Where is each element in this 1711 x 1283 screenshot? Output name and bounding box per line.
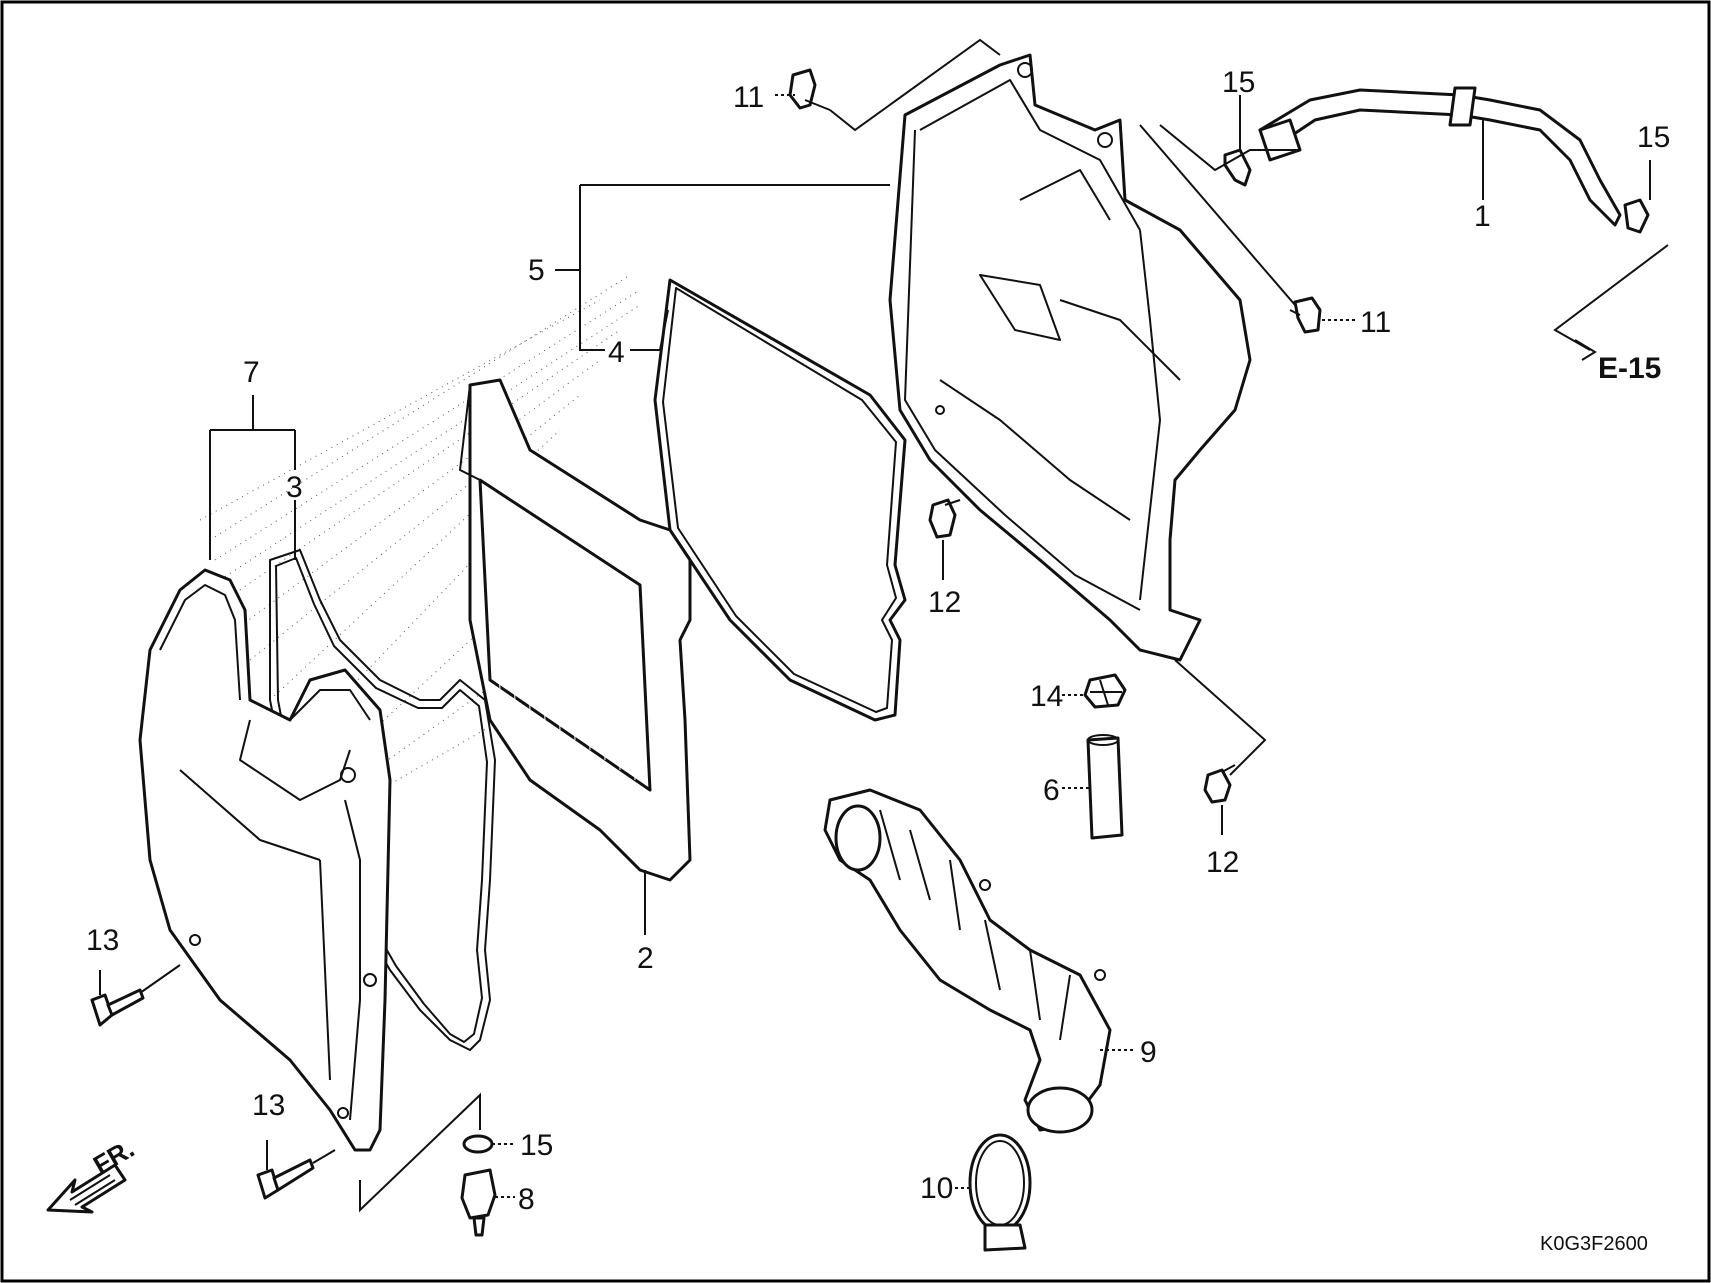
bolt-12-upper	[928, 498, 961, 539]
label-part-14: 14	[1030, 680, 1063, 713]
label-part-11-right: 11	[1360, 306, 1391, 339]
bolt-11-right	[1289, 296, 1322, 334]
breather-tube	[1258, 86, 1622, 227]
front-arrow-icon	[46, 1163, 127, 1214]
element-pleats	[489, 494, 636, 781]
air-cleaner-case	[888, 53, 1252, 662]
screw-13-lower	[256, 1158, 315, 1200]
air-cleaner-cover	[138, 568, 392, 1152]
label-part-2: 2	[637, 942, 654, 975]
label-part-13-lower: 13	[252, 1089, 285, 1122]
leader-lines	[99, 38, 1669, 1213]
label-part-9: 9	[1140, 1036, 1157, 1069]
label-part-13-upper: 13	[86, 924, 119, 957]
label-part-15-top: 15	[1222, 66, 1255, 99]
connecting-tube	[823, 788, 1112, 1134]
clip-15-top	[1223, 148, 1252, 187]
label-part-10: 10	[920, 1172, 953, 1205]
label-part-15-right: 15	[1637, 121, 1670, 154]
band-clamp	[968, 1133, 1032, 1252]
drain-tube	[1086, 734, 1124, 840]
label-part-6: 6	[1043, 774, 1060, 807]
label-front: FR.	[88, 1133, 139, 1180]
label-part-4: 4	[608, 336, 625, 369]
clip-14	[1083, 673, 1127, 709]
bolt-11-top	[788, 68, 831, 111]
label-ref-e15: E-15	[1598, 352, 1661, 385]
clip-15-right	[1623, 198, 1650, 234]
drain-plug	[460, 1168, 497, 1237]
label-part-12-upper: 12	[928, 586, 961, 619]
label-part-3: 3	[286, 471, 303, 504]
label-part-11-top: 11	[733, 81, 764, 114]
label-part-12-lower: 12	[1206, 846, 1239, 879]
screw-13-upper	[90, 988, 145, 1027]
label-part-5: 5	[528, 254, 545, 287]
diagram-code: K0G3F2600	[1540, 1233, 1648, 1255]
air-cleaner-element	[459, 378, 692, 882]
label-part-1: 1	[1474, 200, 1491, 233]
clip-15-bottom	[462, 1134, 494, 1154]
label-part-7: 7	[243, 356, 260, 389]
label-part-8: 8	[518, 1183, 535, 1216]
bolt-12-lower	[1203, 764, 1236, 804]
case-seal	[653, 278, 907, 722]
label-part-15-bottom: 15	[520, 1129, 553, 1162]
